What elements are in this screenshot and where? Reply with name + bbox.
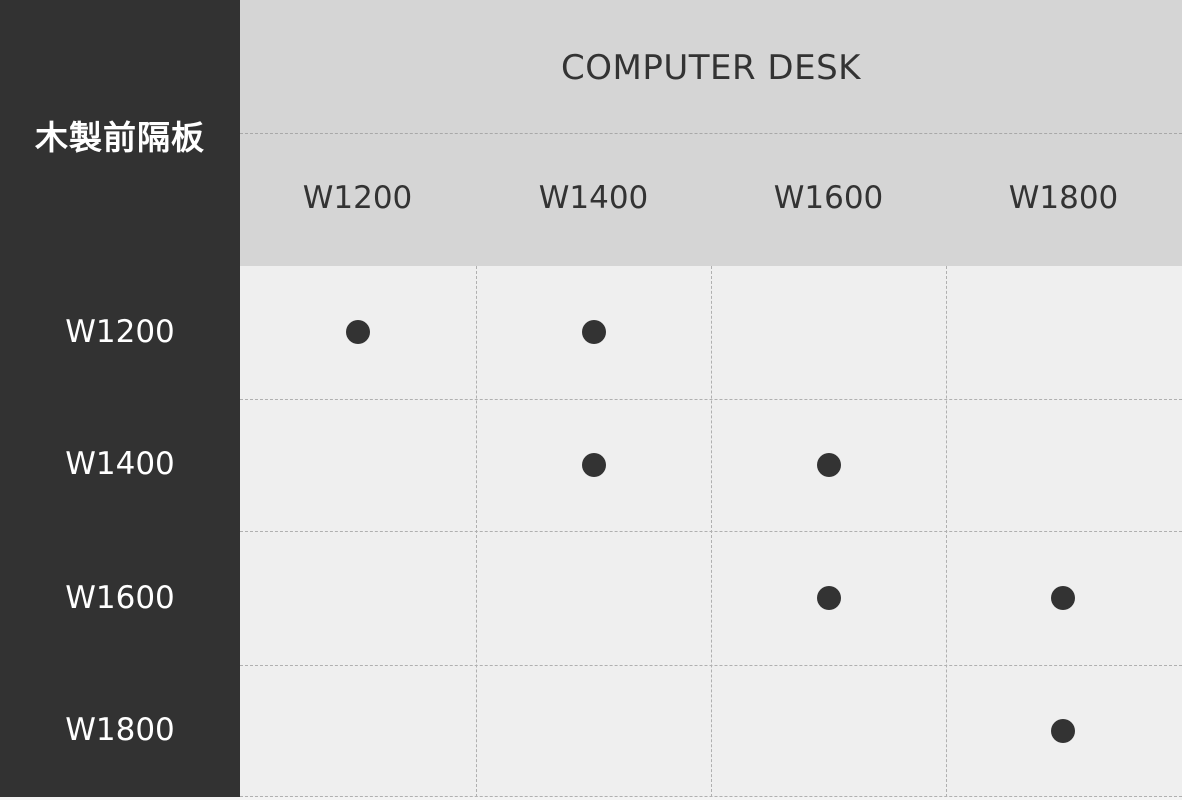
filled-circle-icon	[1051, 586, 1075, 610]
row-label-1: W1200	[65, 314, 175, 350]
row-divider	[240, 796, 1182, 797]
header-divider	[240, 133, 1182, 134]
filled-circle-icon	[582, 320, 606, 344]
column-label-2: W1400	[538, 180, 649, 216]
side-column: 木製前隔板 W1200 W1400 W1600 W1800	[0, 0, 240, 797]
row-divider	[240, 399, 1182, 400]
column-label-4: W1800	[1008, 180, 1119, 216]
header-title: COMPUTER DESK	[561, 48, 861, 88]
table-body	[240, 266, 1182, 797]
filled-circle-icon	[817, 453, 841, 477]
bottom-strip	[0, 797, 1182, 800]
filled-circle-icon	[346, 320, 370, 344]
row-divider	[240, 665, 1182, 666]
row-label-4: W1800	[65, 712, 175, 748]
row-label-2: W1400	[65, 446, 175, 482]
filled-circle-icon	[1051, 719, 1075, 743]
table-header: COMPUTER DESK W1200 W1400 W1600 W1800	[240, 0, 1182, 266]
row-divider	[240, 531, 1182, 532]
filled-circle-icon	[817, 586, 841, 610]
filled-circle-icon	[582, 453, 606, 477]
column-label-3: W1600	[773, 180, 884, 216]
side-title: 木製前隔板	[35, 118, 205, 157]
column-label-1: W1200	[302, 180, 413, 216]
row-label-3: W1600	[65, 580, 175, 616]
